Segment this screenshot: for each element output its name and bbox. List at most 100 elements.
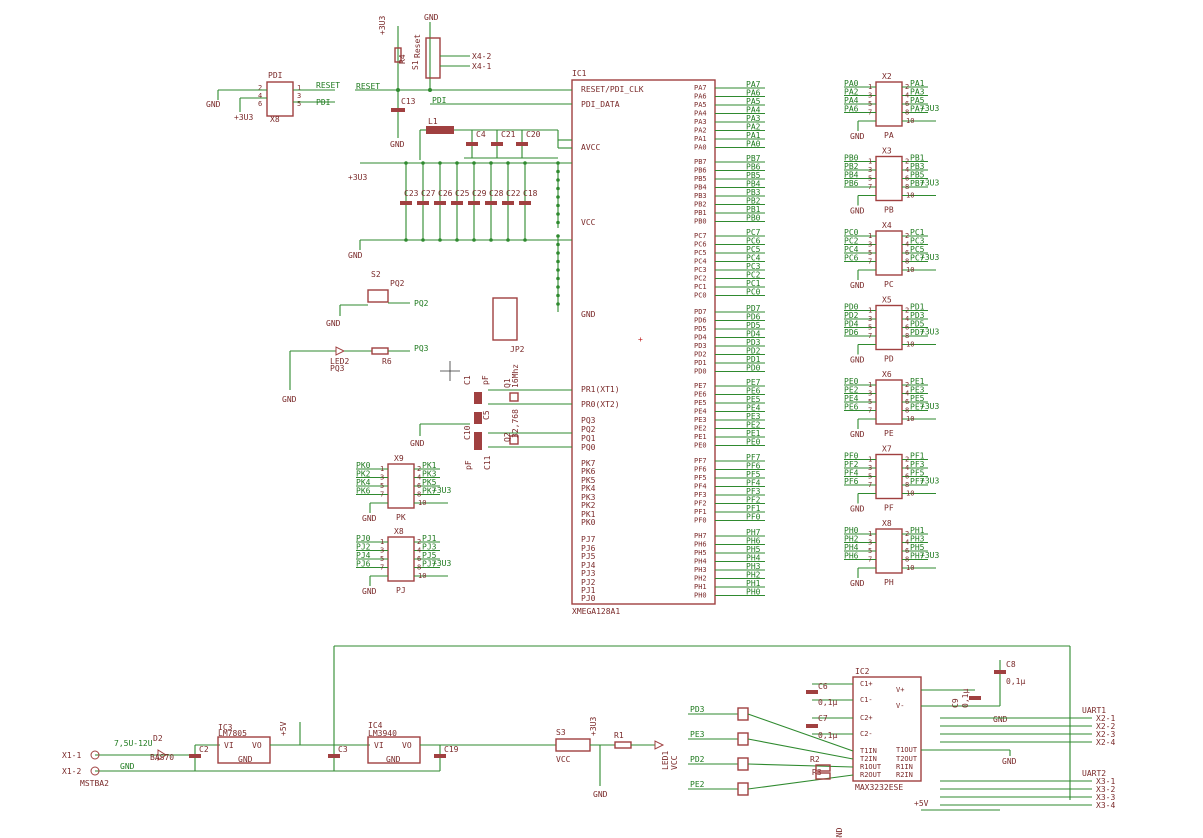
- header-left-pin: PH2: [844, 535, 859, 544]
- header-port: PA: [884, 131, 894, 140]
- svg-text:2: 2: [905, 83, 909, 91]
- svg-text:6: 6: [417, 482, 421, 490]
- mcu-left-pin-label: PK6: [581, 467, 596, 476]
- svg-text:+: +: [638, 335, 643, 344]
- max-v5: +5V: [914, 799, 929, 808]
- ic3-vi: VI: [224, 741, 234, 750]
- c13-label: C13: [401, 97, 416, 106]
- r6-label: R6: [382, 357, 392, 366]
- s1-label: S1: [411, 60, 420, 70]
- mcu-left-pin-label: PK3: [581, 493, 596, 502]
- svg-text:3: 3: [868, 92, 872, 100]
- header-right-pin: PE5: [910, 394, 925, 403]
- header-name: X8: [394, 527, 404, 536]
- mcu-port-pin-label: PF3: [694, 491, 707, 499]
- header-gnd: GND: [850, 132, 865, 141]
- svg-text:5: 5: [868, 100, 872, 108]
- mcu-port-pin-label: PD4: [694, 334, 707, 342]
- ic4-vi: VI: [374, 741, 384, 750]
- x4-1-label: X4-1: [472, 62, 491, 71]
- mcu-port-net-label: PH6: [746, 537, 761, 546]
- mcu-port-net-label: PH7: [746, 528, 761, 537]
- mcu-port-pin-label: PC6: [694, 241, 707, 249]
- mcu-port-net-label: PE1: [746, 429, 761, 438]
- header-right-pin: PF5: [910, 469, 925, 478]
- svg-text:5: 5: [868, 473, 872, 481]
- svg-text:6: 6: [905, 398, 909, 406]
- mcu-port-pin-label: PB0: [694, 218, 707, 226]
- max-ic-label: IC2: [855, 667, 870, 676]
- uart1-pin: X2-2: [1096, 722, 1115, 731]
- crystal-gnd: GND: [410, 439, 425, 448]
- mcu-port-net-label: PF2: [746, 496, 761, 505]
- header-port: PK: [396, 513, 406, 522]
- uart1-label: UART1: [1082, 706, 1106, 715]
- svg-text:3: 3: [380, 474, 384, 482]
- mcu-port-pin-label: PC7: [694, 232, 707, 240]
- led2-label: LED2: [330, 357, 349, 366]
- header-left-pin: PD0: [844, 303, 859, 312]
- vcc-bus-v33: +3U3: [348, 173, 367, 182]
- header-left-pin: PF2: [844, 460, 859, 469]
- mcu-left-pin-label: PK1: [581, 510, 596, 519]
- svg-text:10: 10: [906, 117, 914, 125]
- header-left-pin: PJ0: [356, 534, 371, 543]
- header-left-pin: PF4: [844, 469, 859, 478]
- svg-text:3: 3: [868, 464, 872, 472]
- svg-text:10: 10: [418, 572, 426, 580]
- uart1-pin: X2-4: [1096, 738, 1115, 747]
- header-left-pin: PA0: [844, 79, 859, 88]
- mcu-left-pin-label: PQ0: [581, 443, 596, 452]
- header-v33: +3U3: [920, 253, 939, 262]
- c10-label: C10: [463, 425, 472, 440]
- header-right-pin: PK3: [422, 470, 437, 479]
- svg-text:10: 10: [906, 564, 914, 572]
- svg-text:8: 8: [905, 407, 909, 415]
- d2-label: D2: [153, 734, 163, 743]
- header-left-pin: PK0: [356, 461, 371, 470]
- svg-text:6: 6: [905, 175, 909, 183]
- mcu-port-net-label: PE6: [746, 387, 761, 396]
- svg-text:6: 6: [417, 555, 421, 563]
- mcu-port-net-label: PB0: [746, 214, 761, 223]
- mcu-port-pin-label: PH4: [694, 558, 707, 566]
- header-left-pin: PD6: [844, 328, 859, 337]
- header-left-pin: PE4: [844, 394, 859, 403]
- svg-text:1: 1: [868, 530, 872, 538]
- pq2-net-label: PQ2: [414, 299, 429, 308]
- max-right-pin: T1OUT: [896, 746, 918, 754]
- svg-text:8: 8: [905, 183, 909, 191]
- mcu-port-pin-label: PB7: [694, 158, 707, 166]
- header-left-pin: PF6: [844, 477, 859, 486]
- mcu-port-pin-label: PB4: [694, 184, 707, 192]
- header-left-pin: PA2: [844, 88, 859, 97]
- cap-label: C18: [523, 189, 538, 198]
- header-left-pin: PC4: [844, 245, 859, 254]
- svg-text:8: 8: [417, 491, 421, 499]
- mcu-port-net-label: PA2: [746, 123, 761, 132]
- svg-text:2: 2: [905, 456, 909, 464]
- cap-label: C22: [506, 189, 521, 198]
- header-gnd: GND: [850, 281, 865, 290]
- mcu-port-net-label: PC1: [746, 279, 761, 288]
- mcu-port-net-label: PD2: [746, 347, 761, 356]
- mcu-port-pin-label: PF6: [694, 466, 707, 474]
- c20-label: C20: [526, 130, 541, 139]
- mcu-port-pin-label: PE0: [694, 442, 707, 450]
- cap-label: C25: [455, 189, 470, 198]
- mcu-port-net-label: PB5: [746, 171, 761, 180]
- header-right-pin: PC1: [910, 228, 925, 237]
- header-right-pin: PJ5: [422, 551, 437, 560]
- header-right-pin: PA1: [910, 79, 925, 88]
- mcu-port-net-label: PC2: [746, 271, 761, 280]
- mcu-port-pin-label: PA6: [694, 93, 707, 101]
- max-right-pin: V-: [896, 702, 904, 710]
- mcu-port-pin-label: PD5: [694, 325, 707, 333]
- svg-text:7: 7: [868, 332, 872, 340]
- header-right-pin: PB7: [910, 179, 925, 188]
- mcu-port-pin-label: PC0: [694, 292, 707, 300]
- mcu-port-pin-label: PA0: [694, 144, 707, 152]
